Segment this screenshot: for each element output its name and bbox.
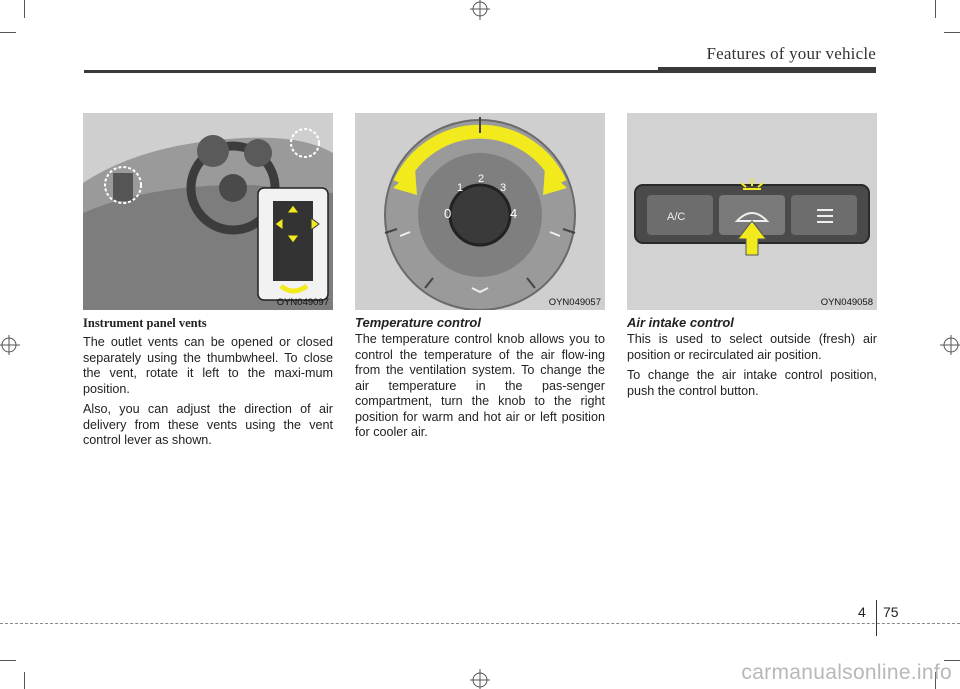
section-temperature-control: 0 1 2 3 4 OYN049057 Temperature control … <box>355 113 605 446</box>
knob-label: 3 <box>500 182 506 194</box>
section-air-intake-control: A/C OYN049058 Air intake control This is… <box>627 113 877 404</box>
watermark: carmanualsonline.info <box>741 661 952 684</box>
knob-label: 4 <box>510 206 517 221</box>
image-code: OYN049058 <box>820 297 873 308</box>
registration-mark <box>940 335 960 355</box>
body-paragraph: This is used to select outside (fresh) a… <box>627 332 877 362</box>
section-heading: Air intake control <box>627 315 734 330</box>
knob-drawing: 0 1 2 3 4 <box>355 113 605 310</box>
section-instrument-panel-vents: OYN049097 Instrument panel vents The out… <box>83 113 333 454</box>
recirculation-icon <box>734 212 770 222</box>
body-paragraph: Also, you can adjust the direction of ai… <box>83 402 333 447</box>
header-rule <box>84 70 876 73</box>
crop-mark <box>24 672 25 689</box>
body-paragraph: The outlet vents can be opened or closed… <box>83 335 333 396</box>
footer-divider <box>876 600 877 636</box>
registration-mark <box>0 335 20 355</box>
section-heading: Instrument panel vents <box>83 316 207 330</box>
knob-label: 2 <box>478 173 484 185</box>
knob-label: 0 <box>444 206 451 221</box>
page-number: 75 <box>883 604 899 620</box>
crop-mark <box>944 32 960 33</box>
crop-mark <box>935 0 936 18</box>
crop-mark <box>24 0 25 18</box>
ac-button <box>647 195 713 235</box>
dashboard-drawing <box>83 113 333 310</box>
image-code: OYN049057 <box>548 297 601 308</box>
crop-mark <box>0 660 16 661</box>
page-header-title: Features of your vehicle <box>706 44 876 63</box>
air-intake-button <box>719 195 785 235</box>
crop-mark <box>935 672 936 689</box>
air-intake-illustration: A/C OYN049058 <box>627 113 877 310</box>
registration-mark <box>470 669 490 689</box>
side-vent <box>113 173 133 201</box>
chapter-number: 4 <box>858 604 866 620</box>
header-rule-accent <box>658 67 876 73</box>
footer-dashed-line <box>0 623 960 624</box>
crop-mark <box>0 32 16 33</box>
body-paragraph: To change the air intake control positio… <box>627 368 877 398</box>
crop-mark <box>944 660 960 661</box>
push-arrow <box>736 220 768 256</box>
ac-button-label: A/C <box>667 211 685 223</box>
knob-label: 1 <box>457 182 463 194</box>
temperature-knob <box>448 183 512 247</box>
temperature-knob-illustration: 0 1 2 3 4 OYN049057 <box>355 113 605 310</box>
registration-mark <box>470 0 490 20</box>
body-paragraph: The temperature control knob allows you … <box>355 332 605 439</box>
section-heading: Temperature control <box>355 315 481 330</box>
button-panel-drawing: A/C <box>627 113 877 310</box>
defrost-icon <box>817 209 833 223</box>
vent-illustration: OYN049097 <box>83 113 333 310</box>
image-code: OYN049097 <box>276 297 329 308</box>
